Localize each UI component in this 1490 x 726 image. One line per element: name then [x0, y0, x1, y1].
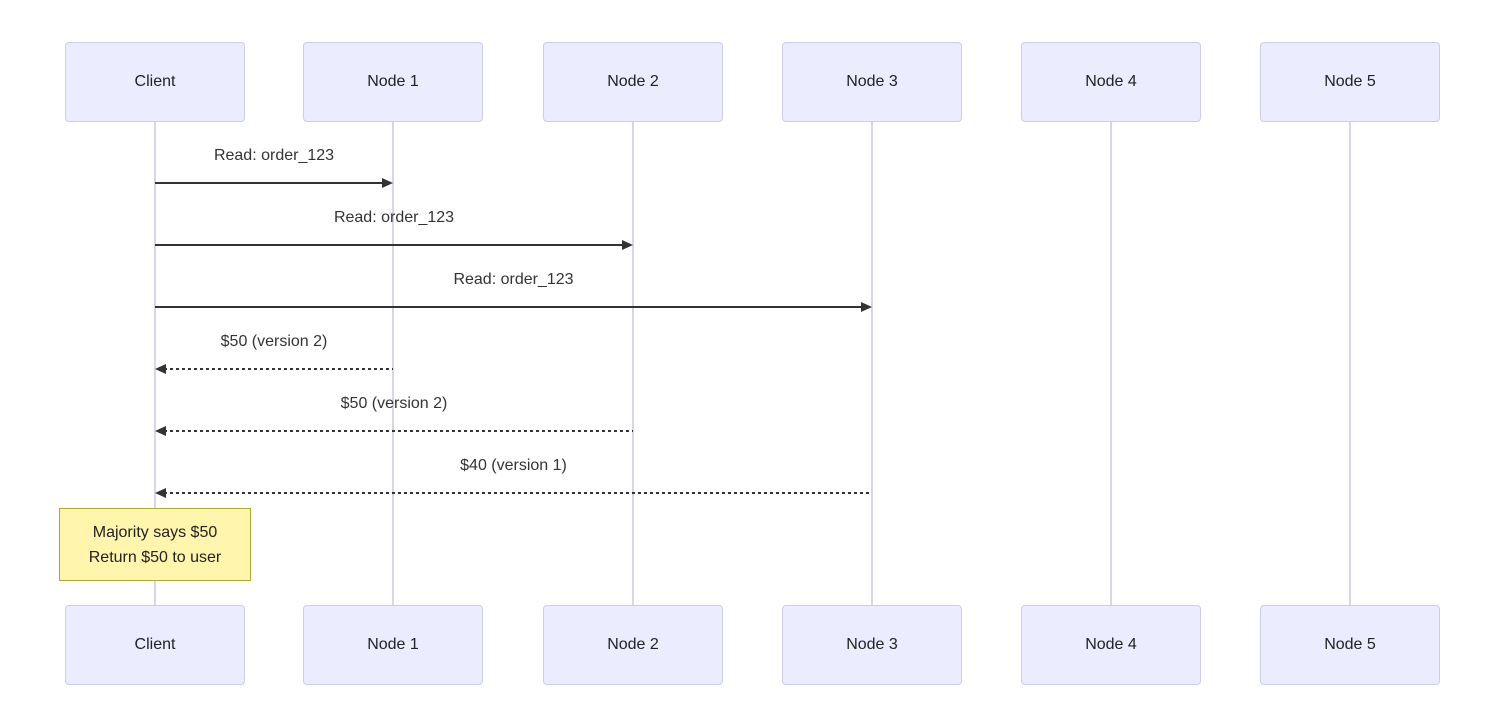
lifeline-node-1	[392, 122, 394, 605]
actor-label: Node 5	[1324, 73, 1376, 90]
actor-label: Node 3	[846, 636, 898, 653]
actor-label: Node 1	[367, 636, 419, 653]
message-label-3: Read: order_123	[453, 271, 574, 288]
lifeline-node-3	[871, 122, 873, 605]
actor-box-top-node-2: Node 2	[543, 42, 723, 122]
actor-label: Node 1	[367, 73, 419, 90]
actor-label: Node 4	[1085, 636, 1137, 653]
actor-label: Client	[134, 73, 176, 90]
message-line-4	[164, 368, 393, 370]
arrowhead-icon	[861, 302, 872, 312]
lifeline-node-4	[1110, 122, 1112, 605]
message-line-5	[164, 430, 633, 432]
actor-label: Node 3	[846, 73, 898, 90]
message-line-3	[155, 306, 863, 308]
note-line-2: Return $50 to user	[88, 548, 222, 566]
message-line-1	[155, 182, 384, 184]
message-label-4: $50 (version 2)	[220, 333, 328, 350]
note-line-1: Majority says $50	[92, 523, 218, 541]
actor-box-bottom-node-2: Node 2	[543, 605, 723, 685]
actor-label: Node 2	[607, 636, 659, 653]
actor-box-bottom-node-5: Node 5	[1260, 605, 1440, 685]
lifeline-client	[154, 122, 156, 605]
actor-label: Node 4	[1085, 73, 1137, 90]
lifeline-node-5	[1349, 122, 1351, 605]
actor-box-top-node-1: Node 1	[303, 42, 483, 122]
actor-box-bottom-node-1: Node 1	[303, 605, 483, 685]
message-label-6: $40 (version 1)	[460, 457, 567, 474]
message-label-2: Read: order_123	[333, 209, 455, 226]
arrowhead-icon	[155, 364, 166, 374]
message-label-1: Read: order_123	[213, 147, 335, 164]
actor-box-top-client: Client	[65, 42, 245, 122]
actor-box-bottom-node-4: Node 4	[1021, 605, 1201, 685]
actor-box-top-node-5: Node 5	[1260, 42, 1440, 122]
actor-box-top-node-3: Node 3	[782, 42, 962, 122]
actor-label: Node 5	[1324, 636, 1376, 653]
arrowhead-icon	[155, 426, 166, 436]
arrowhead-icon	[155, 488, 166, 498]
note-majority: Majority says $50 Return $50 to user	[59, 508, 251, 581]
message-label-5: $50 (version 2)	[340, 395, 448, 412]
actor-label: Client	[134, 636, 176, 653]
lifeline-node-2	[632, 122, 634, 605]
actor-label: Node 2	[607, 73, 659, 90]
actor-box-top-node-4: Node 4	[1021, 42, 1201, 122]
arrowhead-icon	[622, 240, 633, 250]
message-line-2	[155, 244, 624, 246]
message-line-6	[164, 492, 872, 494]
arrowhead-icon	[382, 178, 393, 188]
actor-box-bottom-client: Client	[65, 605, 245, 685]
actor-box-bottom-node-3: Node 3	[782, 605, 962, 685]
